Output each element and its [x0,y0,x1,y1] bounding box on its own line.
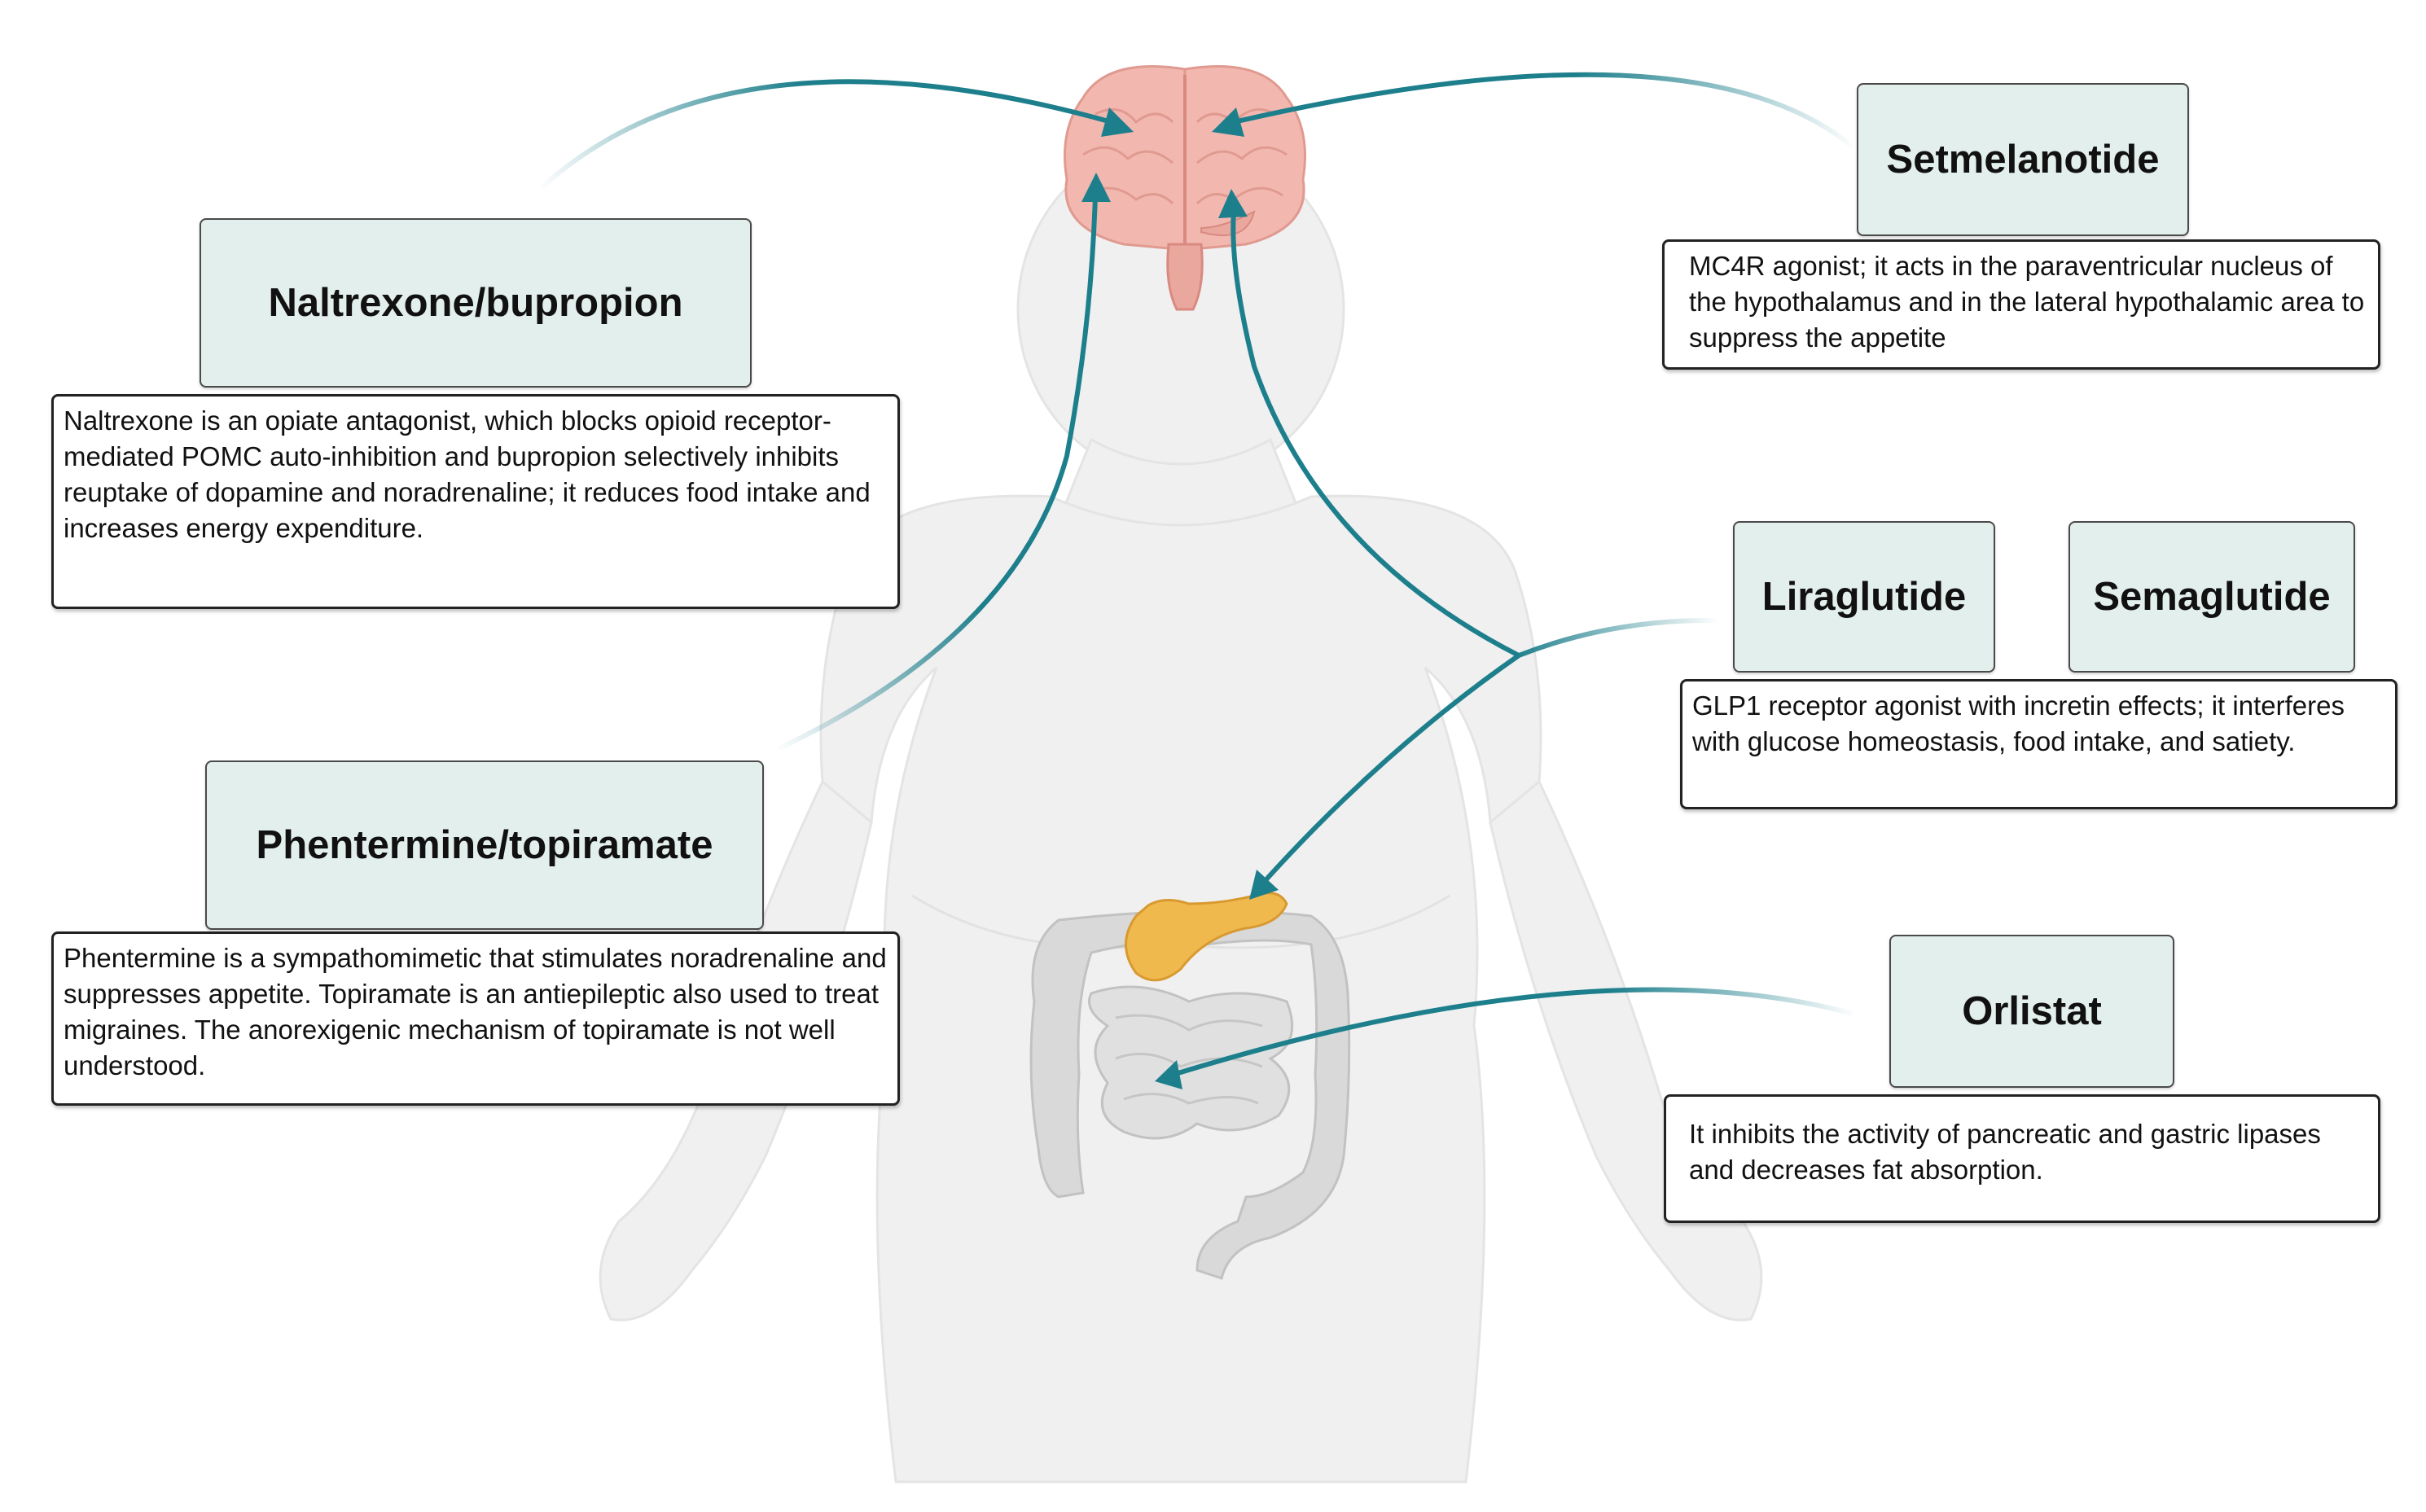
description-naltrexone-bupropion: Naltrexone is an opiate antagonist, whic… [51,394,900,609]
arrowhead-orlistat [1155,1060,1182,1089]
arrowhead-setmelanotide [1212,107,1244,137]
arrow-setmelanotide-to-brain [1233,72,1854,149]
arrowhead-phentermine [1081,173,1111,202]
arrowhead-glp1-brain [1218,189,1248,218]
intestine-icon [1029,909,1351,1280]
human-silhouette [599,137,1763,1484]
arrow-orlistat-to-intestine [1172,987,1853,1077]
arrow-phentermine-to-brain [776,195,1098,752]
arrows [540,72,1854,1077]
description-setmelanotide: MC4R agonist; it acts in the paraventric… [1662,239,2380,370]
description-glp1-agonists: GLP1 receptor agonist with incretin effe… [1680,679,2397,809]
pancreas-icon [1125,892,1288,982]
drug-orlistat: Orlistat [1889,935,2174,1088]
description-phentermine-topiramate: Phentermine is a sympathomimetic that st… [51,931,900,1106]
arrowhead-glp1-pancreas [1249,870,1279,900]
description-orlistat: It inhibits the activity of pancreatic a… [1664,1094,2380,1223]
arrowheads [1081,107,1279,1089]
drug-setmelanotide: Setmelanotide [1857,83,2189,236]
arrow-glp1-source [1517,617,1719,658]
drug-semaglutide: Semaglutide [2068,521,2355,673]
arrow-naltrexone-to-brain [540,79,1112,190]
arrow-glp1-to-pancreas [1264,653,1520,882]
arrow-glp1-to-brain [1231,211,1520,658]
arrowhead-naltrexone [1101,107,1134,137]
drug-phentermine-topiramate: Phentermine/topiramate [205,760,764,930]
drug-liraglutide: Liraglutide [1733,521,1995,673]
drug-naltrexone-bupropion: Naltrexone/bupropion [200,218,752,388]
